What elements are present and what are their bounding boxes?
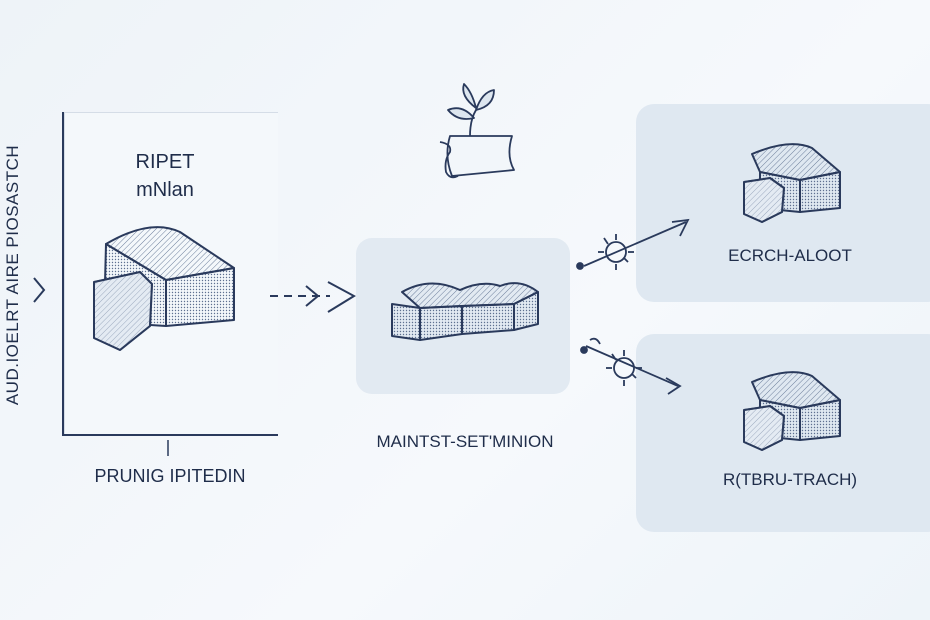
chevron-right-icon: [33, 277, 46, 303]
source-panel-caption: PRUNIG IPITEDIN: [94, 466, 246, 486]
seedling-icon: [439, 83, 515, 179]
process-caption: MAINTST-SET'MINION: [376, 432, 554, 451]
output-label-top: ECRCH-ALOOT: [728, 246, 852, 265]
source-title-line-2: mNlan: [136, 179, 194, 201]
flow-arrow-top: [576, 218, 690, 270]
rock-icon-source: [93, 226, 235, 351]
rock-icon-output-bottom: [743, 371, 841, 451]
rock-icon-output-top: [743, 143, 841, 223]
source-title-line-1: RIPET: [135, 151, 195, 173]
flow-arrow-bottom: [580, 337, 682, 395]
source-panel-title: RIPET mNlan: [90, 148, 240, 204]
rock-icon-process: [391, 282, 539, 341]
output-label-bottom: R(TBRU-TRACH): [722, 470, 858, 489]
flow-arrow-1: [270, 281, 357, 313]
